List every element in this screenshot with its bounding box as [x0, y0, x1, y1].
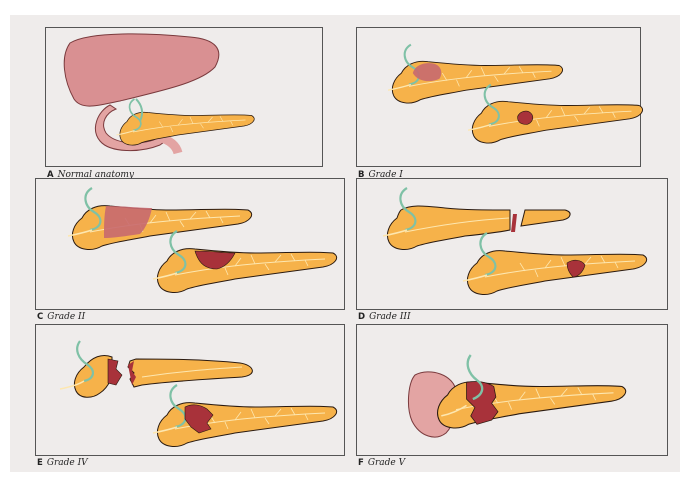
panel-e-drawing	[60, 341, 337, 446]
panel-a-drawing	[64, 34, 254, 153]
illustrations	[10, 15, 680, 472]
panel-c-drawing	[68, 188, 337, 292]
panel-d-drawing	[383, 188, 647, 294]
panel-b-drawing	[388, 45, 642, 143]
panel-f-drawing	[408, 355, 625, 437]
